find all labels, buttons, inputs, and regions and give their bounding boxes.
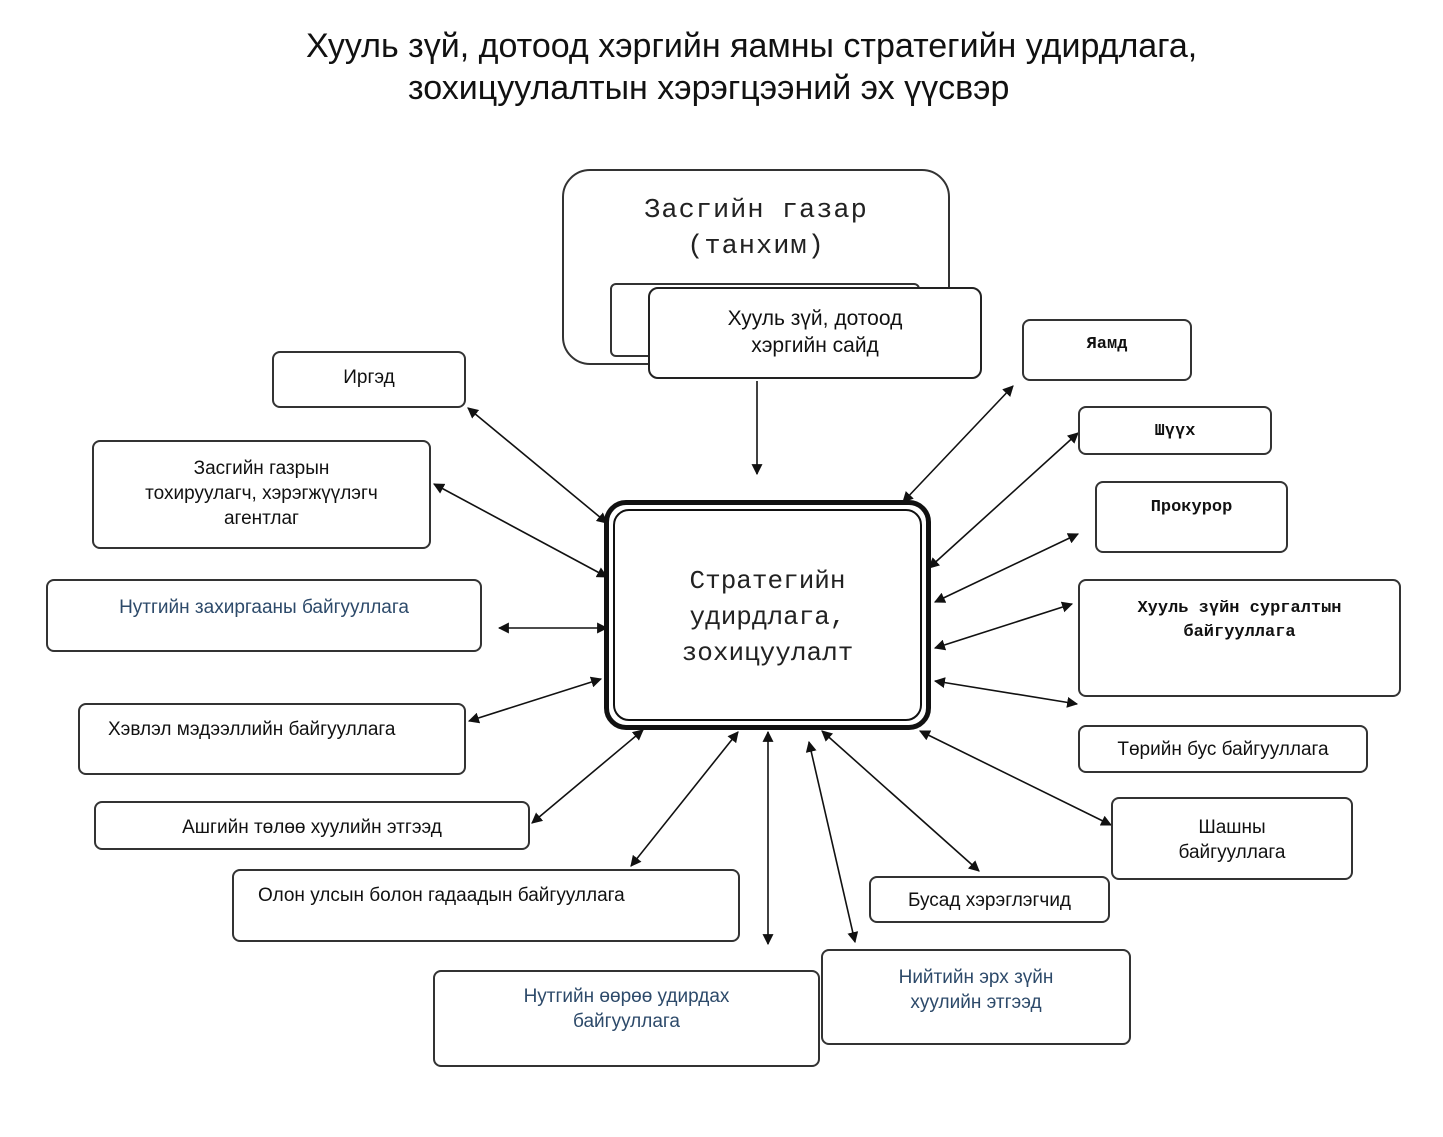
node-public-legal: Нийтийн эрх зүйн хуулийн этгээд bbox=[821, 949, 1131, 1045]
node-other-users: Бусад хэрэглэгчид bbox=[869, 876, 1110, 923]
node-gov-agencies: Засгийн газрын тохируулагч, хэрэгжүүлэгч… bbox=[92, 440, 431, 549]
diagram-title-line-2: зохицуулалтын хэрэгцээний эх үүсвэр bbox=[408, 69, 1010, 107]
node-law-school: Хууль зүйн сургалтын байгууллага bbox=[1078, 579, 1401, 697]
arrow-international bbox=[630, 731, 739, 867]
node-prosecutor: Прокурор bbox=[1095, 481, 1288, 553]
node-lobby: Ашгийн төлөө хуулийн этгээд bbox=[94, 801, 530, 850]
arrow-citizens bbox=[467, 407, 608, 524]
arrow-court bbox=[928, 432, 1079, 569]
arrow-media bbox=[467, 676, 603, 724]
arrow-ngo bbox=[933, 677, 1079, 708]
node-media: Хэвлэл мэдээллийн байгууллага bbox=[78, 703, 466, 775]
strategic-management-box: Стратегийн удирдлага, зохицуулалт bbox=[604, 500, 931, 730]
arrow-religious bbox=[919, 730, 1112, 826]
node-international: Олон улсын болон гадаадын байгууллага bbox=[232, 869, 740, 942]
arrow-law-school bbox=[933, 601, 1074, 651]
arrow-public-legal bbox=[805, 740, 859, 944]
node-local-self-gov: Нутгийн өөрөө удирдах байгууллага bbox=[433, 970, 820, 1067]
diagram-title-line-1: Хууль зүй, дотоод хэргийн яамны стратеги… bbox=[306, 27, 1198, 65]
minister-box: Хууль зүй, дотоод хэргийн сайд bbox=[648, 287, 982, 379]
arrow-other-users bbox=[821, 730, 980, 872]
arrow-gov-agencies bbox=[433, 483, 608, 578]
arrow-lobby bbox=[531, 729, 644, 824]
strategic-management-inner-border bbox=[613, 509, 922, 721]
node-court: Шүүх bbox=[1078, 406, 1272, 455]
node-local-admin: Нутгийн захиргааны байгууллага bbox=[46, 579, 482, 652]
node-ngo: Төрийн бус байгууллага bbox=[1078, 725, 1368, 773]
node-citizens: Иргэд bbox=[272, 351, 466, 408]
arrow-ministries bbox=[902, 385, 1014, 503]
strategic-management-label: Стратегийн удирдлага, зохицуулалт bbox=[681, 566, 854, 668]
node-ministries: Яамд bbox=[1022, 319, 1192, 381]
government-cabinet-label: Засгийн газар (танхим) bbox=[644, 196, 868, 262]
node-religious: Шашны байгууллага bbox=[1111, 797, 1353, 880]
